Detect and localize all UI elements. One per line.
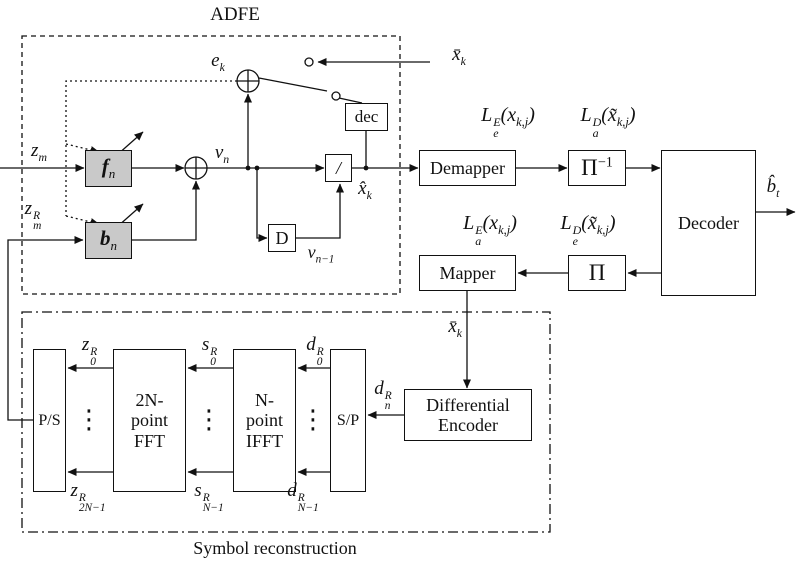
mapper-block: Mapper (419, 255, 516, 291)
adfe-dashed-box (21, 35, 401, 295)
junction-dots (245, 165, 369, 171)
vn-minus-1-label: vn−1 (307, 242, 335, 266)
wire-ps-feedback-to-bn (7, 236, 84, 421)
wire-dec-to-contact (338, 97, 363, 104)
wire-delay-to-slicer (296, 183, 344, 239)
dec-block: dec (345, 103, 388, 131)
switch-contact-top (304, 57, 314, 67)
vn-label: vn (214, 142, 230, 166)
deinterleaver-block: Π−1 (568, 150, 626, 186)
ifft-block: N- point IFFT (233, 349, 296, 492)
slicer-block: / (325, 154, 352, 182)
wire-bn-to-sum (132, 180, 200, 241)
symbol-reconstruction-box (21, 311, 551, 533)
delay-block: D (268, 224, 296, 252)
serial-to-parallel-block: S/P (330, 349, 366, 492)
decoder-block: Decoder (661, 150, 756, 296)
xbar-k-top-label: x̄k (452, 44, 466, 68)
symbol-reconstruction-title: Symbol reconstruction (193, 538, 357, 558)
bhat-t-label: b̂t (766, 176, 780, 200)
wire-vn-to-delay (256, 168, 268, 242)
demapper-block: Demapper (419, 150, 516, 186)
equalizer-sum-cross (185, 157, 207, 179)
xbar-k-mid-label: x̄k (448, 316, 462, 340)
switch-contact-bottom (331, 91, 341, 101)
feedforward-filter-block: fn (85, 150, 132, 187)
vdots-fft-ps: ⋮ (76, 405, 102, 435)
fft-block: 2N- point FFT (113, 349, 186, 492)
parallel-to-serial-block: P/S (33, 349, 66, 492)
differential-encoder-block: Differential Encoder (404, 389, 532, 441)
dotted-error-feedback (65, 80, 237, 226)
adfe-title: ADFE (210, 4, 260, 25)
xhat-k-label: x̂k (358, 178, 372, 202)
feedback-filter-block: bn (85, 222, 132, 259)
vdots-ifft-fft: ⋮ (196, 405, 222, 435)
zm-label: zm (31, 140, 47, 164)
error-sum-cross (237, 70, 259, 92)
vdots-sp-ifft: ⋮ (300, 405, 326, 435)
switch-arm (258, 77, 328, 92)
ek-label: ek (211, 50, 225, 74)
interleaver-block: Π (568, 255, 626, 291)
